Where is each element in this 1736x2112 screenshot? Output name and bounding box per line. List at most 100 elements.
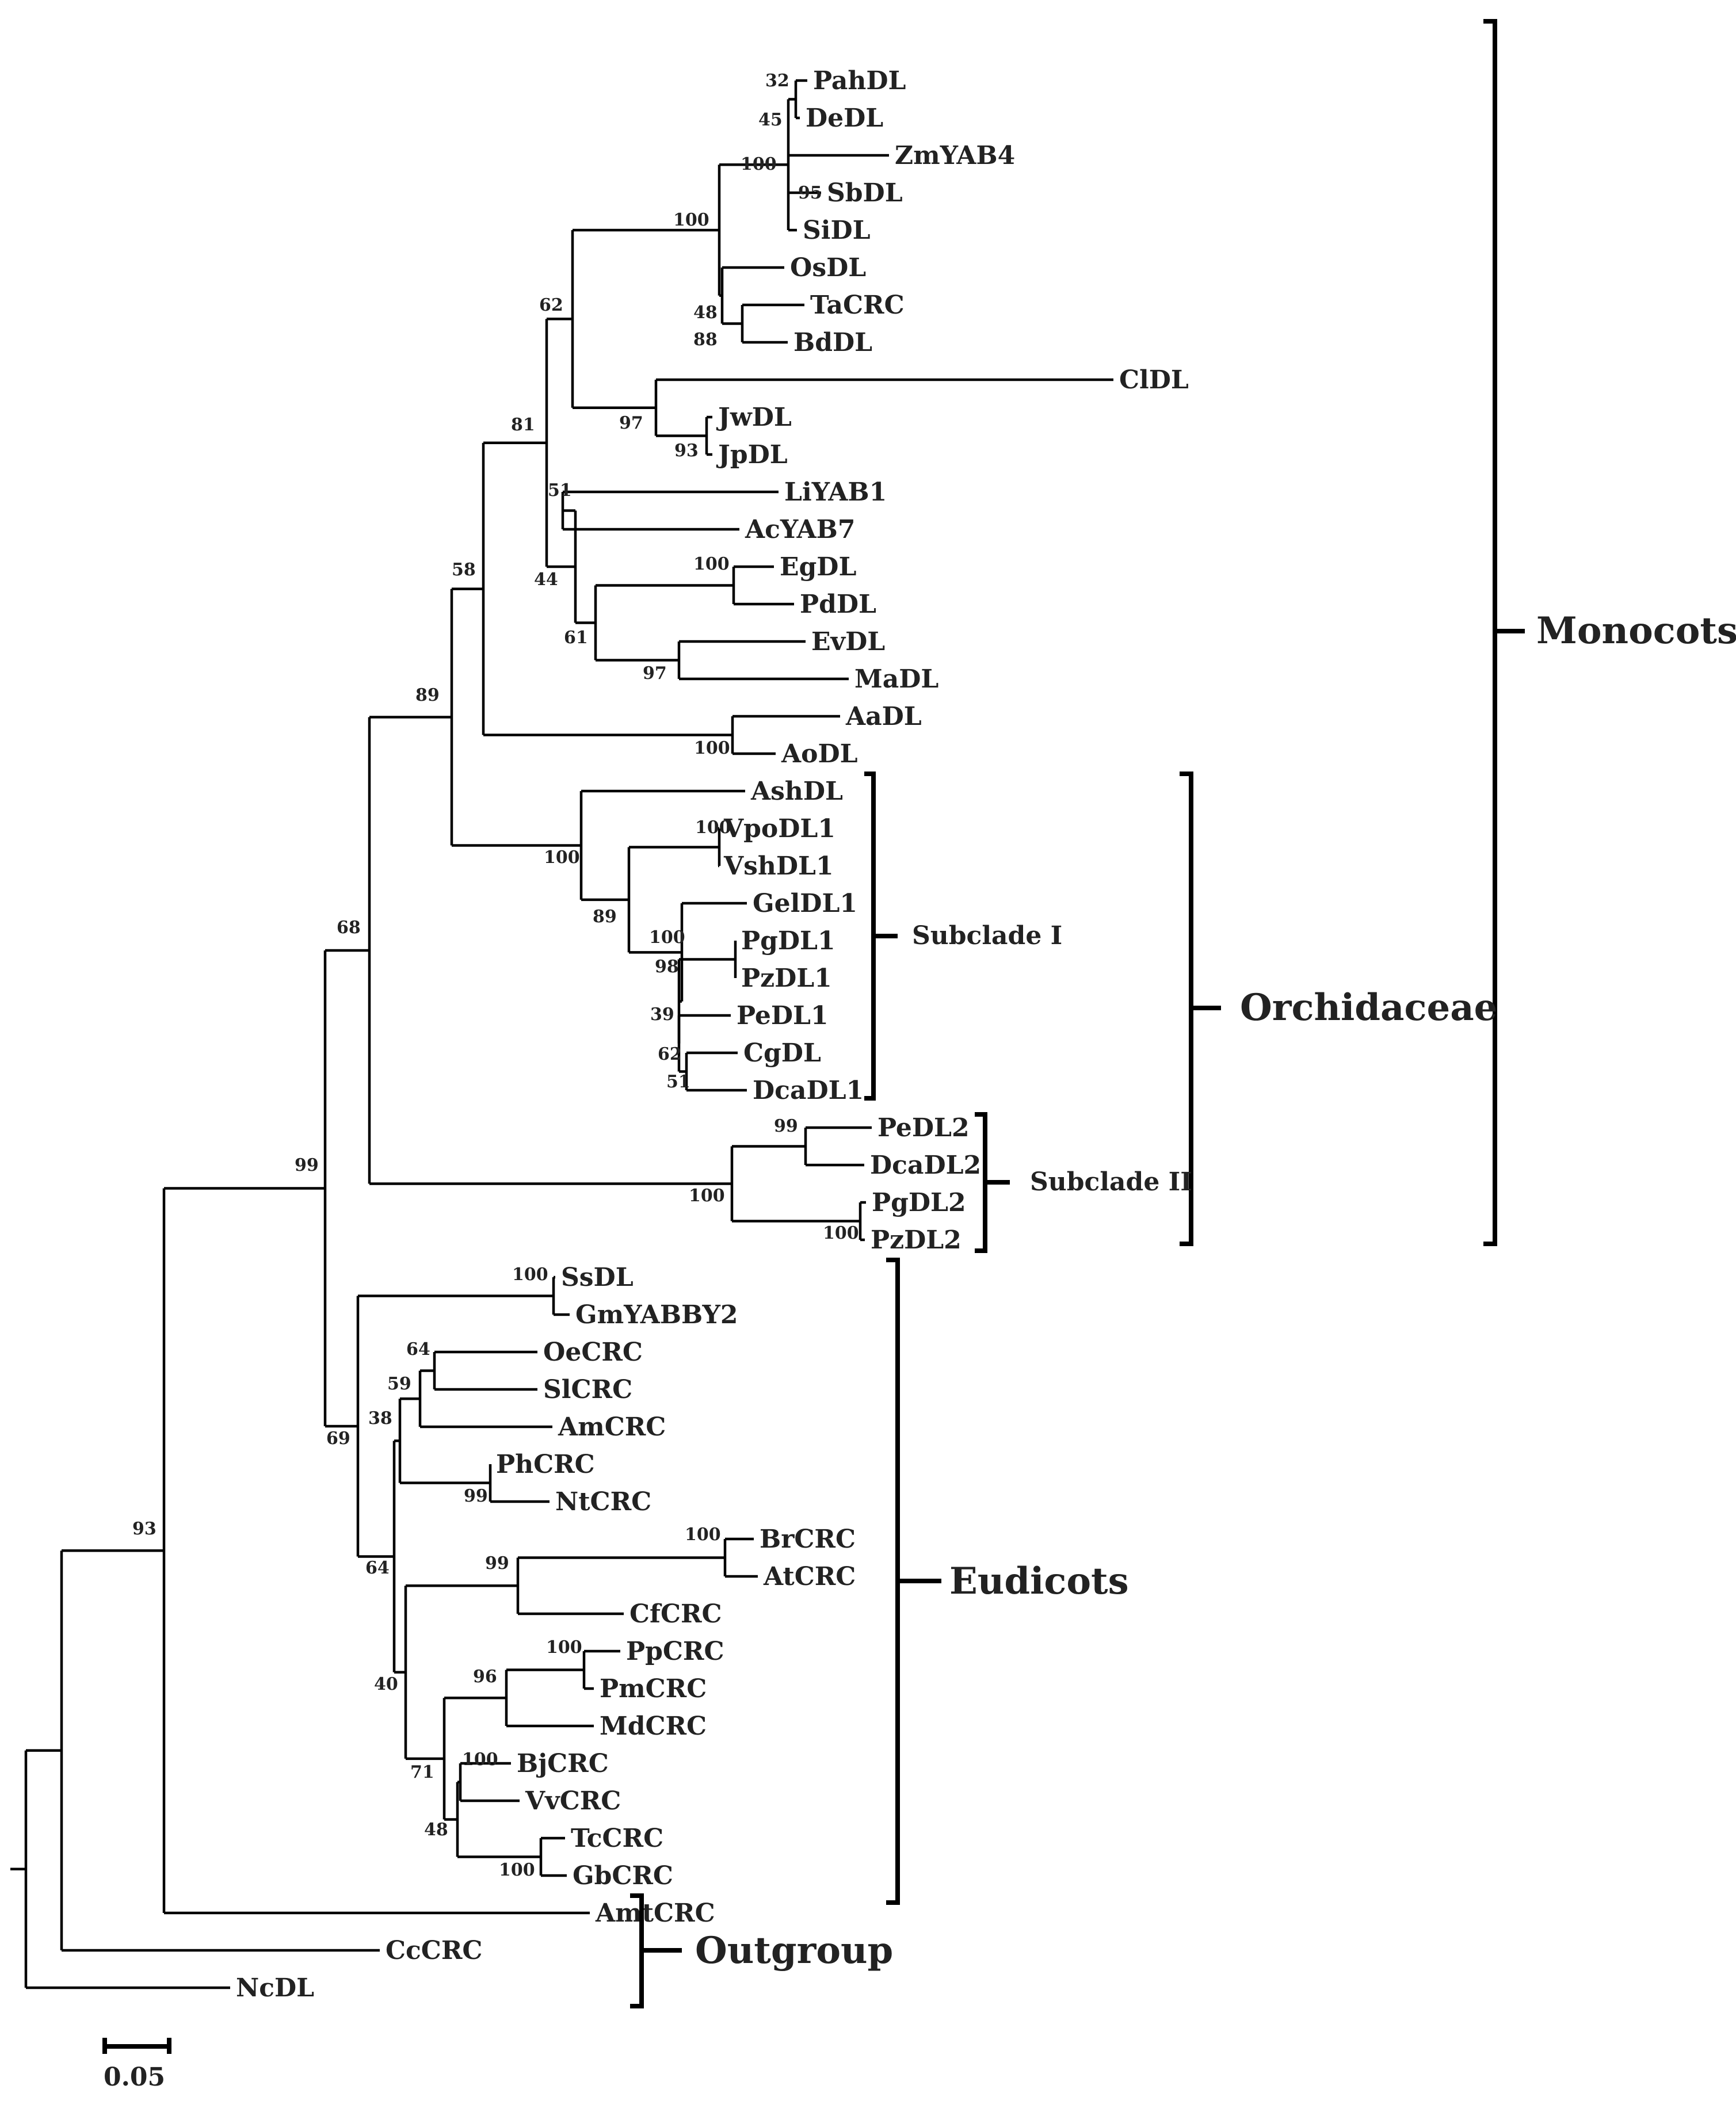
leaf-label: PmCRC: [600, 1674, 707, 1704]
leaf-label: JpDL: [716, 440, 788, 469]
bootstrap-value: 62: [539, 295, 563, 315]
leaf-label: CfCRC: [629, 1599, 722, 1629]
leaf-label: PpCRC: [626, 1637, 724, 1666]
bootstrap-value: 59: [387, 1374, 411, 1394]
bootstrap-value: 97: [619, 413, 643, 433]
bootstrap-value: 100: [694, 738, 730, 758]
leaf-label: AmCRC: [558, 1412, 666, 1442]
outgroup-label: Outgroup: [695, 1929, 893, 1972]
leaf-label: VshDL1: [723, 851, 834, 881]
leaf-label: ClDL: [1119, 365, 1189, 395]
leaf-label: SlCRC: [543, 1375, 632, 1404]
tree-branches: [10, 79, 1113, 1989]
leaf-label: EvDL: [811, 627, 885, 656]
leaf-label: BrCRC: [760, 1525, 856, 1554]
bootstrap-value: 45: [758, 110, 783, 130]
leaf-label: AoDL: [781, 739, 858, 769]
scale-bar: 0.05: [102, 2038, 171, 2092]
leaf-label: AtCRC: [763, 1562, 856, 1591]
leaf-label: AcYAB7: [745, 515, 855, 544]
leaf-label: GbCRC: [573, 1861, 673, 1891]
leaf-label: AshDL: [750, 777, 843, 806]
leaf-label: PeDL2: [877, 1113, 970, 1143]
leaf-labels: PahDLDeDLZmYAB4SbDLSiDLOsDLTaCRCBdDLClDL…: [236, 66, 1189, 2003]
leaf-label: PzDL1: [741, 964, 832, 993]
bootstrap-value: 88: [693, 330, 718, 350]
leaf-label: BdDL: [793, 328, 872, 357]
bootstrap-value: 64: [365, 1558, 390, 1578]
bootstrap-value: 71: [410, 1762, 434, 1782]
bootstrap-value: 69: [326, 1429, 350, 1449]
leaf-label: SsDL: [561, 1263, 634, 1292]
leaf-label: DcaDL1: [753, 1076, 864, 1105]
leaf-label: MaDL: [854, 664, 938, 694]
subclade2-bracket: [975, 1112, 1010, 1253]
subclade1-label: Subclade I: [912, 921, 1062, 950]
bootstrap-value: 51: [666, 1072, 690, 1092]
leaf-label: PgDL1: [741, 926, 835, 956]
bootstrap-value: 89: [415, 685, 440, 705]
bootstrap-value: 99: [295, 1155, 319, 1175]
bootstrap-value: 81: [511, 415, 535, 435]
leaf-label: ZmYAB4: [895, 141, 1015, 170]
leaf-label: JwDL: [716, 403, 792, 432]
leaf-label: CcCRC: [386, 1936, 482, 1965]
eudicots-bracket: [886, 1258, 941, 1905]
leaf-label: PeDL1: [737, 1001, 829, 1030]
leaf-label: MdCRC: [600, 1712, 707, 1741]
leaf-label: EgDL: [780, 552, 856, 582]
scale-bar-label: 0.05: [104, 2063, 165, 2092]
eudicots-label: Eudicots: [949, 1560, 1129, 1603]
leaf-label: PzDL2: [871, 1225, 962, 1255]
bootstrap-value: 68: [337, 918, 361, 938]
bootstrap-value: 48: [424, 1820, 448, 1840]
bootstrap-value: 32: [765, 71, 789, 91]
bootstrap-value: 89: [593, 907, 617, 927]
leaf-label: SiDL: [803, 216, 871, 245]
leaf-label: LiYAB1: [784, 478, 887, 507]
bootstrap-value: 100: [546, 1637, 582, 1657]
leaf-label: OeCRC: [543, 1338, 643, 1367]
leaf-label: VvCRC: [525, 1786, 621, 1816]
bootstrap-value: 100: [649, 927, 685, 948]
bootstrap-value: 100: [499, 1860, 535, 1880]
leaf-label: BjCRC: [517, 1749, 609, 1778]
bootstrap-value: 100: [673, 210, 709, 230]
outgroup-bracket: [630, 1893, 682, 2008]
leaf-label: TcCRC: [571, 1824, 663, 1853]
bootstrap-value: 48: [693, 303, 718, 323]
leaf-label: DeDL: [806, 104, 883, 133]
leaf-label: PgDL2: [872, 1188, 966, 1217]
bootstrap-value: 96: [473, 1667, 497, 1687]
bootstrap-value: 97: [643, 663, 667, 683]
bootstrap-value: 100: [741, 154, 777, 174]
bootstrap-value: 100: [462, 1750, 498, 1770]
bootstrap-values: 3245100951004888629793815110044619758100…: [132, 71, 859, 1880]
bootstrap-value: 99: [464, 1486, 488, 1506]
bootstrap-value: 58: [452, 560, 476, 580]
leaf-label: OsDL: [790, 253, 866, 282]
bootstrap-value: 99: [774, 1116, 798, 1136]
bootstrap-value: 93: [132, 1519, 157, 1539]
bootstrap-value: 51: [548, 480, 572, 501]
leaf-label: TaCRC: [810, 291, 905, 320]
leaf-label: NtCRC: [555, 1487, 651, 1517]
orchidaceae-bracket: [1180, 772, 1221, 1246]
bootstrap-value: 99: [485, 1553, 509, 1574]
leaf-label: AaDL: [845, 702, 922, 731]
leaf-label: DcaDL2: [870, 1151, 981, 1180]
monocots-label: Monocots: [1536, 609, 1736, 652]
bootstrap-value: 62: [658, 1044, 682, 1064]
bootstrap-value: 100: [512, 1265, 548, 1285]
leaf-label: SbDL: [827, 178, 903, 208]
bootstrap-value: 100: [544, 847, 580, 868]
monocots-bracket: [1483, 19, 1525, 1246]
bootstrap-value: 100: [695, 818, 731, 838]
bootstrap-value: 100: [685, 1525, 721, 1545]
subclade2-label: Subclade II: [1030, 1167, 1192, 1197]
bootstrap-value: 44: [534, 570, 558, 590]
bootstrap-value: 93: [674, 441, 699, 461]
leaf-label: GelDL1: [753, 889, 857, 918]
bootstrap-value: 98: [655, 957, 679, 977]
bootstrap-value: 40: [374, 1674, 398, 1694]
